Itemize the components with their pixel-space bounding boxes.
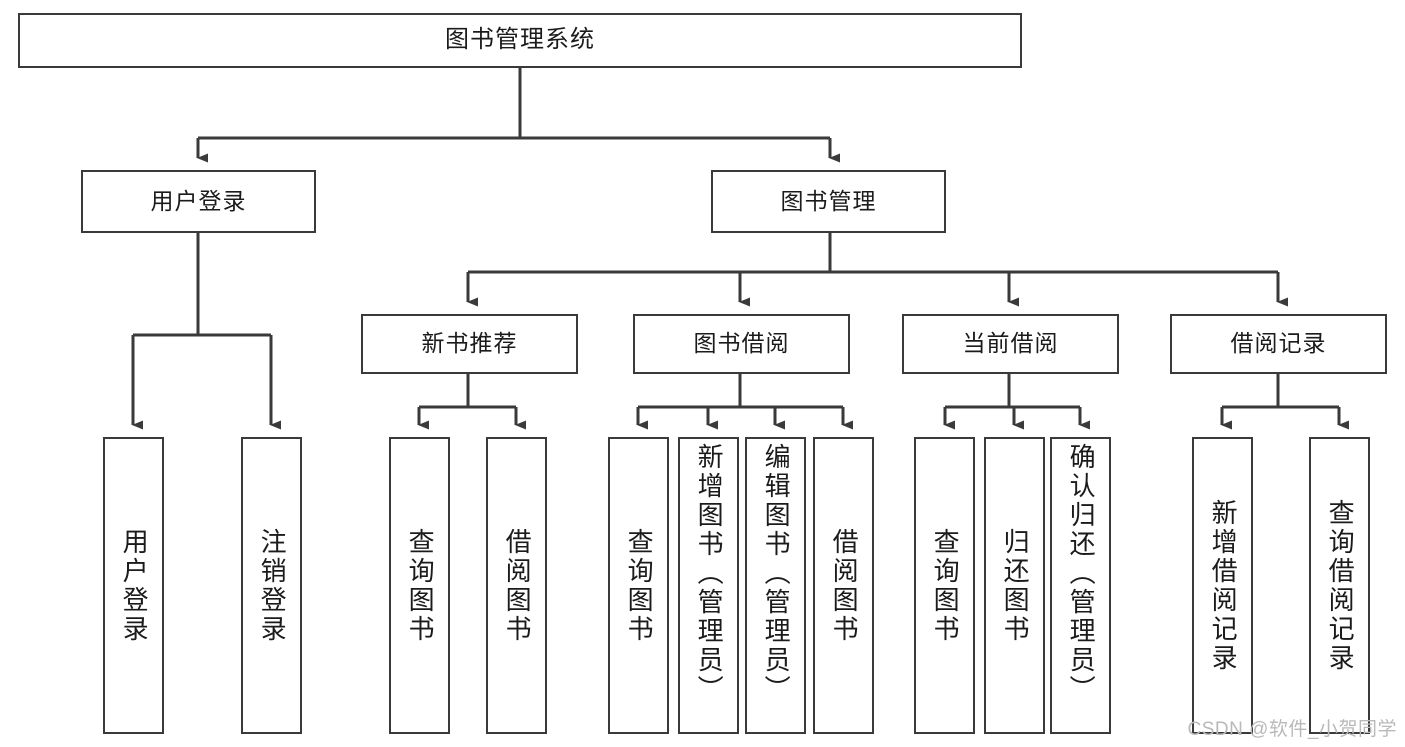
node-label: 新书推荐	[421, 330, 518, 357]
leaf-borrow-record-query[interactable]: 查询借阅记录	[1309, 437, 1370, 734]
leaf-book-borrow-add[interactable]: 新增图书（管理员）	[678, 437, 739, 734]
node-book-borrow[interactable]: 图书借阅	[633, 314, 850, 374]
node-user-login[interactable]: 用户登录	[81, 170, 316, 233]
leaf-current-borrow-return[interactable]: 归还图书	[984, 437, 1045, 734]
leaf-book-borrow-edit[interactable]: 编辑图书（管理员）	[745, 437, 806, 734]
node-label: 图书管理系统	[445, 26, 595, 54]
leaf-user-login-signout[interactable]: 注销登录	[241, 437, 302, 734]
node-label: 当前借阅	[962, 330, 1059, 357]
leaf-label: 编辑图书（管理员）	[761, 443, 792, 704]
leaf-label: 注销登录	[257, 527, 288, 644]
leaf-label: 新增借阅记录	[1208, 498, 1239, 673]
node-current-borrow[interactable]: 当前借阅	[902, 314, 1119, 374]
leaf-book-borrow-borrow[interactable]: 借阅图书	[813, 437, 874, 734]
leaf-label: 查询借阅记录	[1325, 498, 1356, 673]
leaf-new-book-query[interactable]: 查询图书	[389, 437, 450, 734]
leaf-user-login-signin[interactable]: 用户登录	[103, 437, 164, 734]
node-label: 图书借阅	[693, 330, 790, 357]
node-label: 图书管理	[780, 187, 877, 214]
leaf-label: 用户登录	[119, 527, 150, 644]
leaf-label: 查询图书	[930, 527, 961, 644]
leaf-label: 确认归还（管理员）	[1066, 443, 1097, 704]
leaf-new-book-borrow[interactable]: 借阅图书	[486, 437, 547, 734]
node-label: 借阅记录	[1230, 330, 1327, 357]
leaf-label: 归还图书	[1000, 527, 1031, 644]
node-new-book-recommend[interactable]: 新书推荐	[361, 314, 578, 374]
leaf-borrow-record-add[interactable]: 新增借阅记录	[1192, 437, 1253, 734]
leaf-label: 借阅图书	[829, 527, 860, 644]
leaf-current-borrow-query[interactable]: 查询图书	[914, 437, 975, 734]
node-borrow-record[interactable]: 借阅记录	[1170, 314, 1387, 374]
node-root-system[interactable]: 图书管理系统	[18, 13, 1022, 68]
leaf-label: 查询图书	[405, 527, 436, 644]
leaf-label: 借阅图书	[502, 527, 533, 644]
leaf-label: 新增图书（管理员）	[694, 443, 725, 704]
leaf-current-borrow-confirm-return[interactable]: 确认归还（管理员）	[1050, 437, 1111, 734]
leaf-label: 查询图书	[624, 527, 655, 644]
node-label: 用户登录	[150, 187, 247, 214]
leaf-book-borrow-query[interactable]: 查询图书	[608, 437, 669, 734]
node-book-management[interactable]: 图书管理	[711, 170, 946, 233]
watermark-text: CSDN @软件_小贺同学	[1187, 719, 1397, 740]
